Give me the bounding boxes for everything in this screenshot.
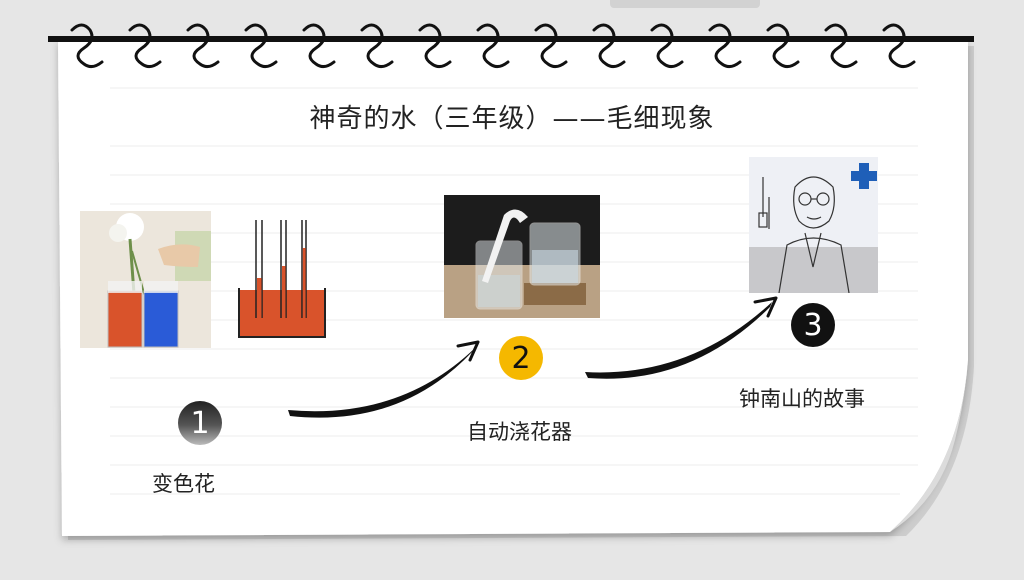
top-tab — [610, 0, 760, 8]
binding-bar — [48, 36, 974, 42]
page-title: 神奇的水（三年级）——毛细现象 — [309, 104, 715, 134]
capillary-tubes-illustration — [238, 220, 326, 338]
portrait-sketch — [749, 157, 878, 293]
arrow-2-to-3 — [585, 296, 778, 379]
step-1-label: 变色花 — [152, 472, 215, 496]
step-3-badge: 3 — [791, 303, 835, 347]
auto-watering-photo — [444, 195, 600, 318]
step-1-badge: 1 — [178, 401, 222, 445]
step-2-label: 自动浇花器 — [467, 420, 572, 444]
flower-experiment-photo — [80, 211, 211, 348]
spiral-rings — [70, 23, 916, 69]
step-3-label: 钟南山的故事 — [739, 387, 865, 411]
arrow-1-to-2 — [288, 340, 480, 418]
step-2-badge: 2 — [499, 336, 543, 380]
